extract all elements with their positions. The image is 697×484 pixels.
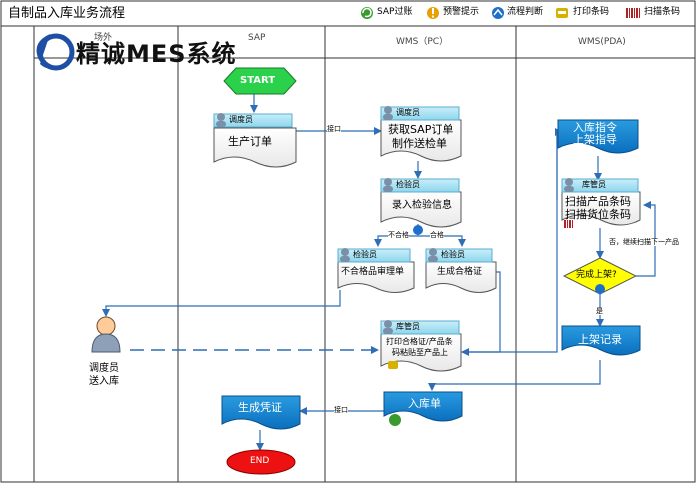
edge-pass: 合格 [430, 231, 444, 239]
person-line1: 调度员 [89, 363, 119, 374]
lane-sap: SAP [248, 33, 266, 43]
instr-node [557, 119, 639, 154]
legend-sap-post: SAP过账 [377, 7, 413, 17]
scan-role: 库管员 [582, 180, 606, 189]
diagram-title: 自制品入库业务流程 [8, 6, 126, 21]
lane-wms-pda: WMS(PDA) [578, 37, 626, 47]
scan-line1: 扫描产品条码 [565, 195, 631, 208]
voucher-label: 生成凭证 [238, 401, 282, 414]
inspect-label: 录入检验信息 [392, 200, 452, 211]
reject-label: 不合格品审理单 [341, 267, 405, 277]
edge-yes: 是 [596, 307, 603, 315]
barcode-scan-icon [626, 8, 640, 18]
swim-lanes [33, 26, 695, 482]
legend-icons [361, 7, 640, 19]
legend-printer: 打印条码 [573, 7, 610, 17]
sap-order-line2: 制作送检单 [392, 137, 447, 150]
inbound-node [383, 391, 463, 426]
pass-label: 生成合格证 [437, 267, 483, 277]
prod-order-node [213, 113, 297, 168]
scan-line2: 扫描货位条码 [565, 208, 631, 221]
person-icon [91, 316, 121, 353]
prod-order-label: 生产订单 [228, 135, 272, 148]
print-line2: 码粘贴至产品上 [392, 348, 448, 357]
inspect-role: 检验员 [396, 180, 420, 189]
sap-order-node [380, 106, 462, 162]
lane-wms-pc: WMS（PC） [396, 37, 449, 47]
decision-node [562, 257, 638, 295]
sap-order-role: 调度员 [396, 108, 420, 117]
prod-order-role: 调度员 [229, 115, 253, 124]
legend-warning: 预警提示 [443, 7, 480, 17]
voucher-node [221, 395, 301, 430]
scan-node [561, 178, 641, 228]
print-role: 库管员 [396, 322, 420, 331]
print-label-node [380, 320, 462, 372]
pass-role: 检验员 [441, 250, 465, 259]
decision-icon [413, 225, 423, 235]
watermark-text: 精诚MES系统 [76, 40, 237, 68]
person-line2: 送入库 [89, 376, 119, 387]
shelf-record-label: 上架记录 [578, 333, 622, 346]
edge-no-next: 否，继续扫描下一产品 [609, 238, 679, 246]
watermark-logo-icon [36, 33, 75, 71]
sap-post-icon [389, 414, 401, 426]
instr-line2: 上架指导 [573, 133, 617, 146]
shelf-record-node [561, 325, 641, 356]
barcode-scan-icon [564, 220, 573, 228]
inspect-node [380, 178, 462, 235]
decision-icon [492, 7, 504, 19]
edge-interface-1: 接口 [327, 125, 341, 133]
edge-interface-2: 接口 [334, 406, 348, 414]
edge-fail: 不合格 [388, 231, 409, 239]
legend-barcode: 扫描条码 [644, 7, 681, 17]
reject-role: 检验员 [353, 250, 377, 259]
pass-node [425, 248, 497, 293]
start-label: START [240, 75, 276, 86]
printer-icon [388, 361, 398, 369]
instr-line1: 入库指令 [573, 121, 617, 134]
start-node [223, 67, 297, 95]
sap-order-line1: 获取SAP订单 [388, 123, 454, 136]
end-node [226, 449, 296, 475]
legend-decision: 流程判断 [507, 7, 544, 17]
role-person-icons [216, 106, 574, 334]
print-line1: 打印合格证/产品条 [386, 337, 453, 346]
lane-outside: 场外 [94, 33, 113, 43]
end-label: END [250, 456, 270, 466]
inbound-label: 入库单 [408, 397, 441, 410]
reject-node [337, 248, 415, 293]
decision-label: 完成上架? [576, 270, 617, 280]
